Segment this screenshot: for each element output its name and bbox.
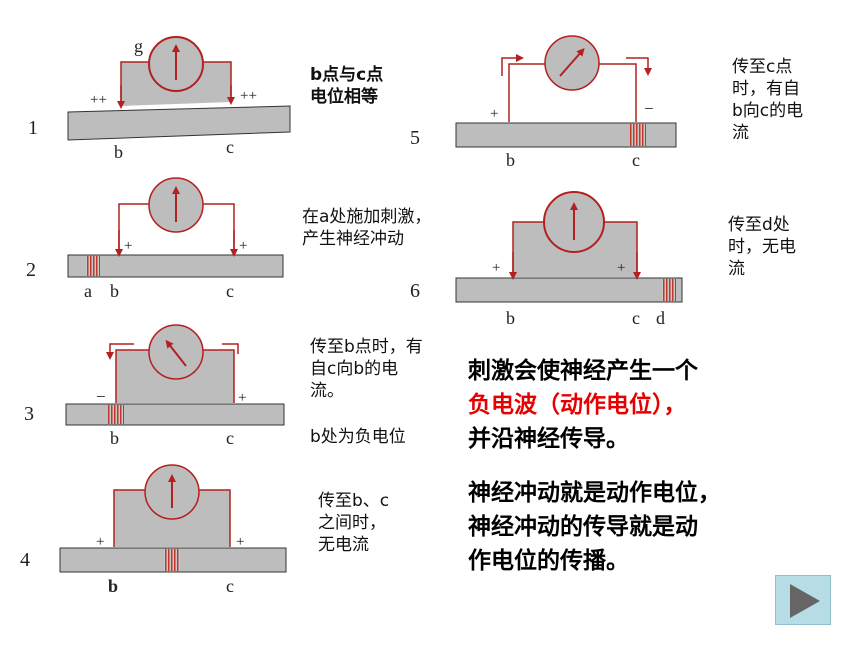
left-sign: + — [490, 106, 498, 122]
panel-1: 1 g ++ ++ b c — [28, 36, 291, 162]
next-slide-button[interactable] — [775, 575, 831, 625]
summary-line-2: 负电波（动作电位）， — [468, 392, 687, 418]
note-panel-6: 传至d处时，无电流 — [728, 215, 796, 279]
right-sign: + — [617, 260, 625, 276]
right-sign: + — [238, 390, 246, 406]
panel-number: 4 — [20, 549, 30, 571]
note-panel-4: 传至b、c之间时，无电流 — [318, 491, 390, 555]
conclusion-text: 神经冲动就是动作电位， 神经冲动的传导就是动 作电位的传播。 — [468, 476, 721, 578]
nerve-fiber — [67, 254, 284, 278]
excited-region — [630, 124, 646, 146]
summary-line-1: 刺激会使神经产生一个 — [468, 358, 698, 384]
current-arrow — [501, 54, 524, 76]
point-c: c — [226, 281, 234, 301]
panel-number: 6 — [410, 280, 420, 302]
note-panel-2: 在a处施加刺激，产生神经冲动 — [302, 207, 432, 249]
point-a: a — [84, 281, 92, 301]
note-panel-3: 传至b点时，有自c向b的电流。 — [310, 337, 423, 401]
note-panel-3-sub: b处为负电位 — [310, 427, 406, 447]
point-b: b — [110, 428, 119, 448]
point-c: c — [226, 137, 234, 157]
point-b: b — [110, 281, 119, 301]
point-b: b — [506, 150, 515, 170]
excited-region — [164, 549, 180, 571]
nerve-fiber — [65, 403, 285, 426]
needle-icon — [559, 47, 585, 77]
left-sign: + — [96, 534, 104, 550]
point-c: c — [632, 308, 640, 328]
right-sign: + — [236, 534, 244, 550]
panel-number: 3 — [24, 403, 34, 425]
conclusion-line-2: 神经冲动的传导就是动 — [468, 514, 698, 540]
point-d: d — [656, 308, 665, 328]
left-sign: ++ — [90, 92, 107, 108]
panel-4: 4 + + b c — [20, 464, 287, 596]
conclusion-line-3: 作电位的传播。 — [468, 548, 629, 574]
note-panel-1: b点与c点电位相等 — [310, 65, 384, 107]
summary-line-3: 并沿神经传导。 — [468, 426, 629, 452]
current-arrow — [222, 343, 239, 354]
panel-2: 2 + + a b c — [26, 177, 284, 301]
panel-3: 3 − + b c — [24, 324, 285, 448]
point-b: b — [108, 576, 118, 596]
panel-5: 5 + − b c — [410, 35, 677, 170]
nerve-fiber — [455, 277, 683, 303]
right-sign: ++ — [240, 88, 257, 104]
play-next-icon — [790, 584, 820, 618]
point-b: b — [506, 308, 515, 328]
panel-number: 5 — [410, 127, 420, 149]
point-b: b — [114, 142, 123, 162]
note-panel-5: 传至c点时，有自b向c的电流 — [732, 57, 804, 143]
panel-number: 2 — [26, 259, 36, 281]
excited-region — [108, 405, 124, 424]
left-sign: + — [124, 238, 132, 254]
excited-region — [662, 279, 676, 301]
right-sign: + — [239, 238, 247, 254]
nerve-fiber — [67, 105, 291, 141]
conclusion-line-1: 神经冲动就是动作电位， — [468, 480, 721, 506]
current-arrow — [106, 343, 134, 360]
needle-icon — [165, 339, 187, 367]
right-sign: − — [644, 99, 654, 118]
summary-text: 刺激会使神经产生一个 负电波（动作电位）， 并沿神经传导。 — [468, 354, 698, 456]
current-arrow — [626, 57, 652, 76]
galvanometer-label: g — [134, 36, 143, 56]
point-c: c — [632, 150, 640, 170]
left-sign: + — [492, 260, 500, 276]
panel-6: 6 + + b c d — [410, 191, 683, 328]
point-c: c — [226, 576, 234, 596]
point-c: c — [226, 428, 234, 448]
excited-region — [86, 256, 100, 276]
left-sign: − — [96, 387, 106, 406]
panel-number: 1 — [28, 117, 38, 139]
